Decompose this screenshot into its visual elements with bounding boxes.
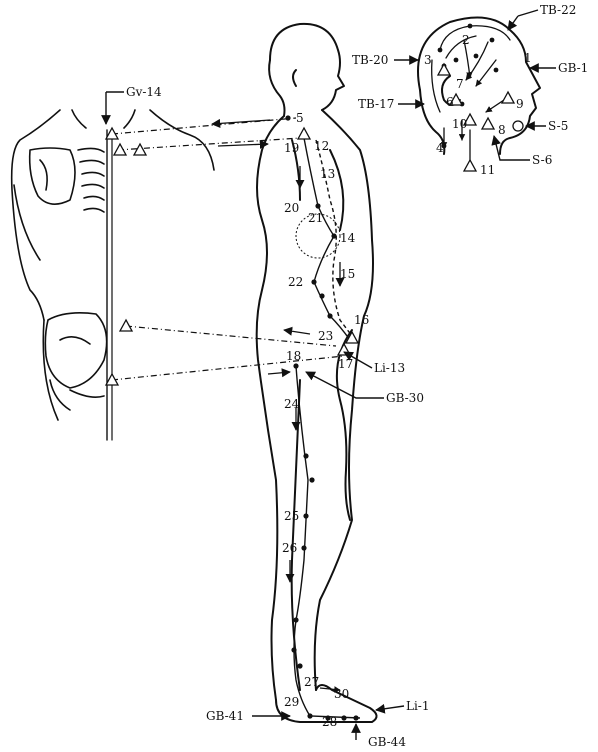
label-s5: S-5 [548, 119, 568, 133]
label-tb20: TB-20 [352, 53, 388, 67]
point-20: 20 [284, 201, 299, 215]
point-4: 4 [436, 141, 444, 155]
point-14: 14 [340, 231, 356, 245]
label-li1: Li-1 [406, 699, 430, 713]
point-6: 6 [446, 95, 454, 109]
point-25: 25 [284, 509, 299, 523]
point-21: 21 [308, 211, 323, 225]
label-tb17: TB-17 [358, 97, 394, 111]
point-30: 30 [334, 687, 349, 701]
point-7: 7 [456, 77, 464, 91]
back-view-figure [10, 109, 215, 441]
label-gb1: GB-1 [558, 61, 588, 75]
acupoint-dots [285, 23, 499, 721]
label-gb44: GB-44 [368, 735, 406, 749]
point-28: 28 [322, 715, 337, 729]
point-13: 13 [320, 167, 335, 181]
point-11: 11 [480, 163, 495, 177]
point-9: 9 [516, 97, 524, 111]
point-numbers: 1 2 3 4 6 7 8 9 10 11 5 19 12 13 20 21 1… [282, 33, 532, 729]
label-pointers [101, 9, 556, 740]
point-19: 19 [284, 141, 299, 155]
label-gv14: Gv-14 [126, 85, 162, 99]
meridian-path [111, 117, 361, 719]
point-18: 18 [286, 349, 301, 363]
point-15: 15 [340, 267, 355, 281]
point-2: 2 [462, 33, 470, 47]
head-inset-meridian [431, 25, 511, 161]
label-gb41: GB-41 [206, 709, 244, 723]
point-29: 29 [284, 695, 299, 709]
point-3: 3 [424, 53, 432, 67]
point-24: 24 [284, 397, 300, 411]
point-5: 5 [296, 111, 304, 125]
head-inset-figure [417, 16, 541, 155]
point-1: 1 [524, 51, 532, 65]
label-s6: S-6 [532, 153, 552, 167]
label-gb30: GB-30 [386, 391, 424, 405]
point-17: 17 [338, 357, 353, 371]
point-8: 8 [498, 123, 506, 137]
point-26: 26 [282, 541, 297, 555]
acupoint-triangles [104, 62, 524, 386]
point-23: 23 [318, 329, 333, 343]
label-li13: Li-13 [374, 361, 405, 375]
point-27: 27 [304, 675, 319, 689]
point-10: 10 [452, 117, 467, 131]
label-tb22: TB-22 [540, 3, 576, 17]
meridian-labels: Gv-14 TB-22 TB-20 GB-1 TB-17 S-5 S-6 Li-… [126, 3, 588, 749]
point-16: 16 [354, 313, 369, 327]
point-12: 12 [314, 139, 329, 153]
point-22: 22 [288, 275, 303, 289]
